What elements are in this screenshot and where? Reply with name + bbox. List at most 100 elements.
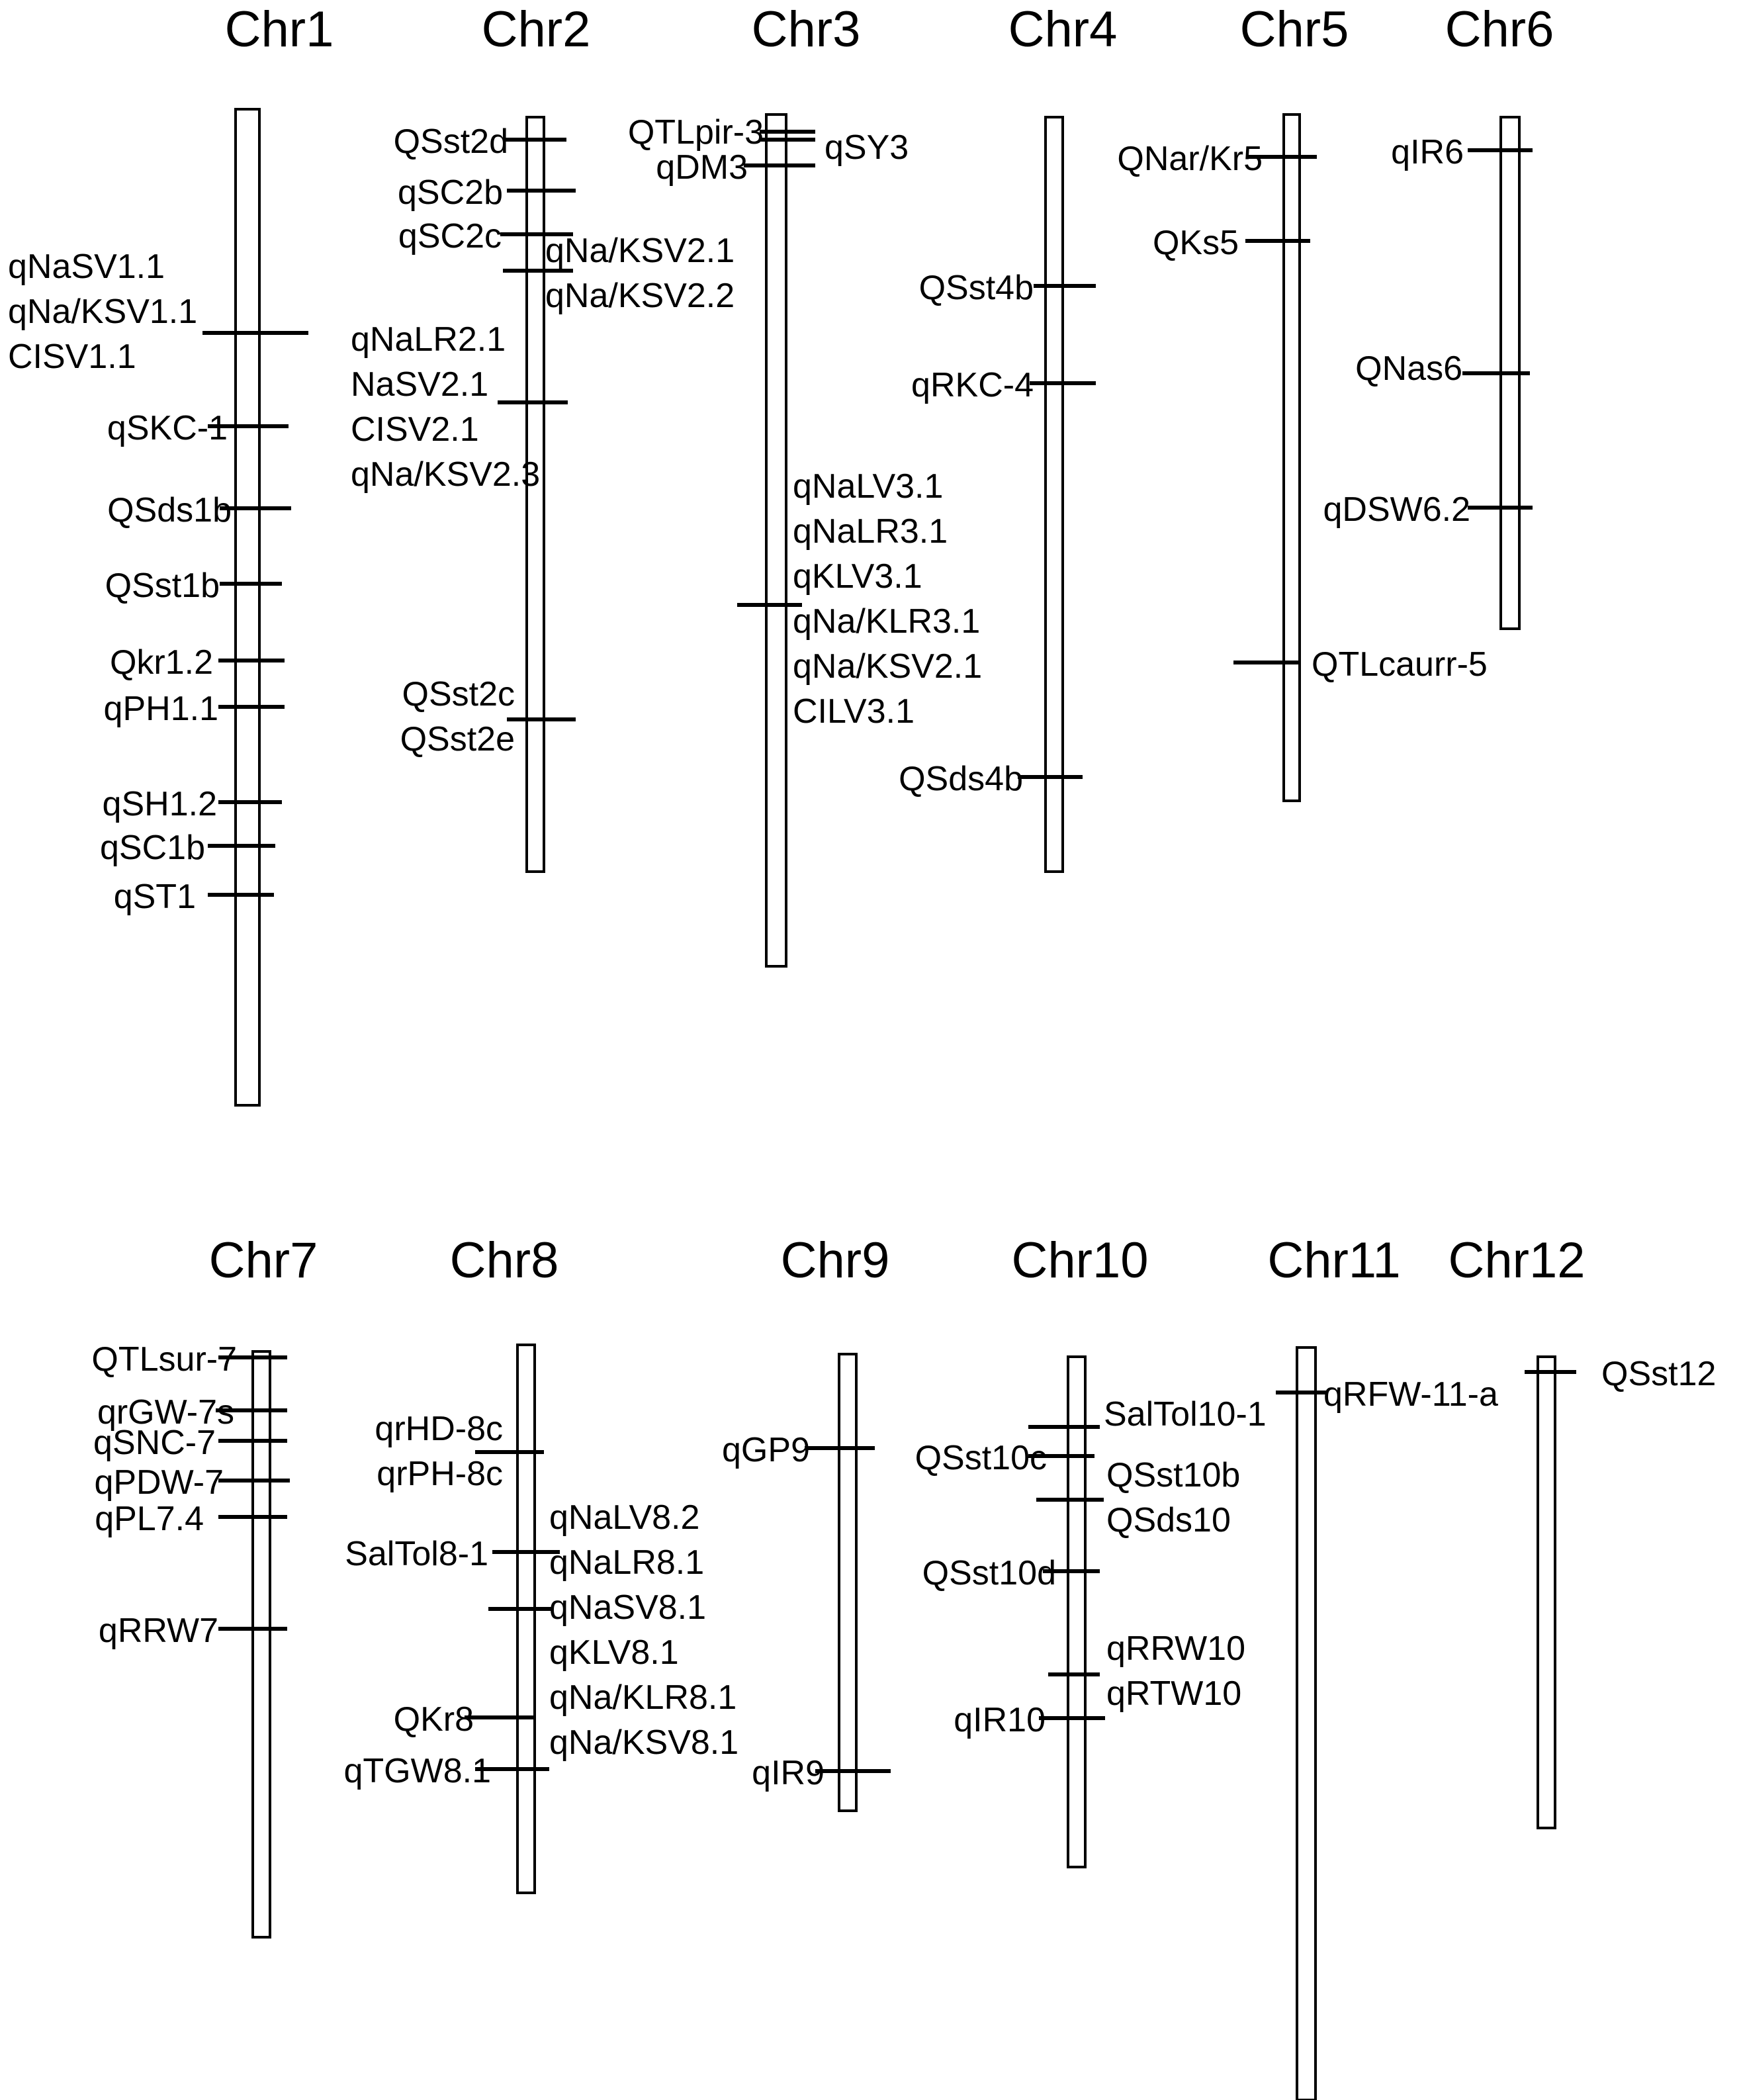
qtl-marker: QNas6 — [1355, 349, 1530, 388]
qtl-label: QSst2c — [402, 675, 515, 713]
qtl-label: QSst10d — [922, 1554, 1056, 1592]
chromosome-bar — [251, 1350, 271, 1939]
qtl-marker: Qkr1.2 — [110, 643, 285, 682]
qtl-marker: qGP9 — [722, 1431, 875, 1469]
chromosome-title: Chr9 — [781, 1232, 890, 1289]
qtl-label: qNaLR2.1 — [351, 320, 506, 359]
qtl-label: SalTol8-1 — [345, 1535, 488, 1573]
qtl-label: qSC2c — [398, 217, 502, 255]
chromosome-title: Chr7 — [209, 1232, 318, 1289]
qtl-marker: qPDW-7 — [94, 1463, 290, 1502]
qtl-label: QSst10c — [915, 1439, 1047, 1477]
chromosome-bar — [765, 113, 787, 968]
qtl-label: qNa/KSV2.1 — [545, 232, 735, 270]
chromosome-title: Chr6 — [1445, 1, 1554, 58]
qtl-label: qKLV8.1 — [549, 1633, 679, 1672]
qtl-label: qST1 — [114, 878, 196, 916]
qtl-label: qRFW-11-a — [1323, 1375, 1498, 1414]
qtl-marker: QSds1b — [107, 491, 291, 529]
qtl-marker: qTGW8.1 — [344, 1752, 549, 1790]
qtl-marker: qIR6 — [1391, 133, 1533, 171]
chromosome-bar — [1044, 116, 1064, 873]
qtl-marker: QKr8 — [394, 1700, 533, 1739]
qtl-label: qPDW-7 — [94, 1463, 224, 1502]
qtl-marker: QTLsur-7 — [91, 1340, 287, 1379]
chromosome-chr8: Chr8qrHD-8cqrPH-8cSalTol8-1qNaLV8.2qNaLR… — [344, 1232, 738, 1894]
qtl-label: qSY3 — [825, 128, 909, 167]
qtl-label: qIR10 — [954, 1701, 1046, 1739]
qtl-label: qSH1.2 — [103, 785, 217, 823]
qtl-label: QSst10b — [1106, 1456, 1240, 1494]
qtl-label: qDM3 — [656, 148, 748, 187]
qtl-marker: qNaLV8.2qNaLR8.1qNaSV8.1qKLV8.1qNa/KLR8.… — [488, 1498, 738, 1762]
qtl-marker: QSst2d — [394, 122, 566, 161]
qtl-marker: QSst10d — [922, 1554, 1100, 1592]
qtl-label: QTLcaurr-5 — [1312, 645, 1488, 684]
qtl-marker: qNaLV3.1qNaLR3.1qKLV3.1qNa/KLR3.1qNa/KSV… — [737, 467, 982, 731]
qtl-marker: qRFW-11-a — [1276, 1375, 1498, 1414]
qtl-label: qSC1b — [100, 829, 205, 867]
chromosome-bar — [838, 1353, 858, 1812]
qtl-marker: qDSW6.2 — [1323, 490, 1533, 529]
qtl-label: CILV3.1 — [793, 692, 915, 731]
chromosome-chr1: Chr1qNaSV1.1qNa/KSV1.1CISV1.1qSKC-1QSds1… — [8, 1, 334, 1107]
qtl-label: QSst2d — [394, 122, 508, 161]
qtl-label: qNaLV8.2 — [549, 1498, 699, 1537]
qtl-label: qDSW6.2 — [1323, 490, 1470, 529]
qtl-label: qNaLR3.1 — [793, 512, 948, 551]
qtl-marker: qPH1.1 — [104, 690, 285, 728]
qtl-label: Qkr1.2 — [110, 643, 213, 682]
qtl-marker: qSNC-7 — [93, 1424, 287, 1462]
qtl-marker: QSst4b — [919, 269, 1096, 307]
qtl-marker: QSst12 — [1525, 1355, 1716, 1393]
qtl-label: QTLsur-7 — [91, 1340, 237, 1379]
qtl-label: QKs5 — [1153, 224, 1239, 262]
qtl-label: qTGW8.1 — [344, 1752, 492, 1790]
qtl-marker: qIR10 — [954, 1701, 1105, 1739]
qtl-label: qNa/KSV2.3 — [351, 455, 540, 494]
qtl-label: QSds1b — [107, 491, 232, 529]
qtl-marker: qRKC-4 — [911, 366, 1096, 404]
qtl-marker: qSKC-1 — [107, 409, 289, 447]
qtl-label: qNaSV1.1 — [8, 248, 165, 286]
qtl-label: qKLV3.1 — [793, 557, 922, 596]
qtl-marker: QTLpir-3 — [628, 113, 815, 152]
qtl-marker: qSC2b — [398, 173, 576, 212]
qtl-label: QSst2e — [400, 720, 515, 758]
qtl-label: CISV1.1 — [8, 338, 136, 376]
chromosome-chr9: Chr9 qGP9 qIR9 — [722, 1232, 891, 1812]
qtl-label: QKr8 — [394, 1700, 474, 1739]
qtl-marker: qSC2c — [398, 217, 573, 255]
chromosome-title: Chr11 — [1267, 1232, 1400, 1289]
qtl-label: qRKC-4 — [911, 366, 1034, 404]
qtl-marker: SalTol8-1 — [345, 1535, 560, 1573]
qtl-marker: qST1 — [114, 878, 274, 916]
qtl-marker: qDM3 — [656, 148, 815, 187]
qtl-marker: qSC1b — [100, 829, 275, 867]
chromosome-title: Chr2 — [482, 1, 591, 58]
qtl-marker: QSds4b — [899, 760, 1083, 798]
chromosome-title: Chr12 — [1449, 1232, 1585, 1289]
qtl-label: qSNC-7 — [93, 1424, 216, 1462]
qtl-label: qNa/KLR8.1 — [549, 1678, 737, 1717]
qtl-label: QSst4b — [919, 269, 1034, 307]
chromosome-bar — [525, 116, 545, 873]
qtl-marker: qIR9 — [752, 1754, 891, 1792]
qtl-marker: QNar/Kr5 — [1117, 140, 1317, 178]
qtl-label: qNa/KSV2.2 — [545, 277, 735, 315]
chromosome-bar — [1067, 1355, 1087, 1868]
qtl-label: qIR6 — [1391, 133, 1464, 171]
qtl-label: QTLpir-3 — [628, 113, 764, 152]
qtl-label: qPL7.4 — [95, 1500, 204, 1538]
qtl-label: qNa/KSV2.1 — [793, 647, 982, 686]
chromosome-title: Chr4 — [1008, 1, 1118, 58]
